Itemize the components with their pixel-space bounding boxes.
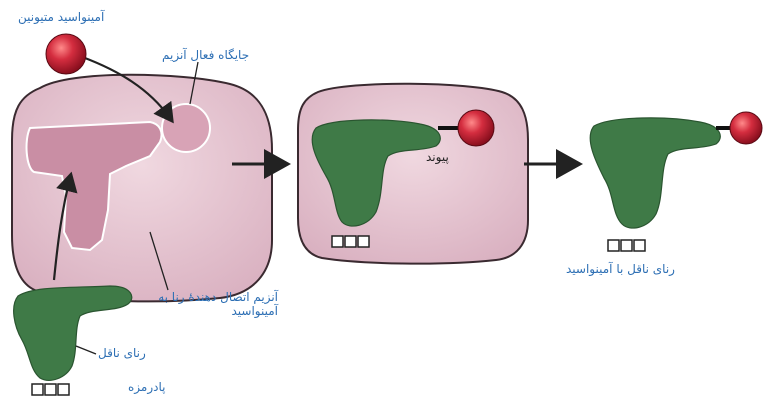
charged-trna-shape (590, 118, 720, 228)
label-transfer-rna: رنای ناقل (98, 346, 146, 360)
label-active-site: جایگاه فعال آنزیم (162, 48, 249, 62)
trna-shape (14, 286, 132, 380)
anticodon-box-s2-3 (358, 236, 369, 247)
bound-amino-acid (458, 110, 494, 146)
anticodon-box-2 (45, 384, 56, 395)
anticodon-box-s3-2 (621, 240, 632, 251)
label-methionine: آمینواسید متیونین (18, 10, 104, 24)
anticodon-box-s2-2 (345, 236, 356, 247)
charged-trna (590, 112, 762, 251)
charged-amino-acid (730, 112, 762, 144)
anticodon-box-s3-3 (634, 240, 645, 251)
anticodon-box-s2-1 (332, 236, 343, 247)
anticodon-box-1 (32, 384, 43, 395)
anticodon-box-s3-1 (608, 240, 619, 251)
enzyme-stage-2 (298, 84, 528, 264)
label-charged-trna: رنای ناقل با آمینواسید (566, 262, 675, 276)
label-enzyme-line1: آنزیم اتصال دهندۀ رنا به (128, 290, 278, 304)
free-trna (14, 286, 132, 395)
enzyme-stage-1 (12, 54, 272, 301)
anticodon-box-3 (58, 384, 69, 395)
bond-line (438, 126, 460, 130)
methionine-ball (46, 34, 86, 74)
trna-label-pointer (76, 346, 96, 354)
enzyme-body (12, 75, 272, 302)
label-bond: پیوند (426, 150, 449, 164)
label-enzyme: آنزیم اتصال دهندۀ رنا به آمینواسید (128, 290, 278, 318)
enzyme-active-site (162, 104, 210, 152)
label-anticodon: پادرمزه (128, 380, 165, 394)
label-enzyme-line2: آمینواسید (128, 304, 278, 318)
